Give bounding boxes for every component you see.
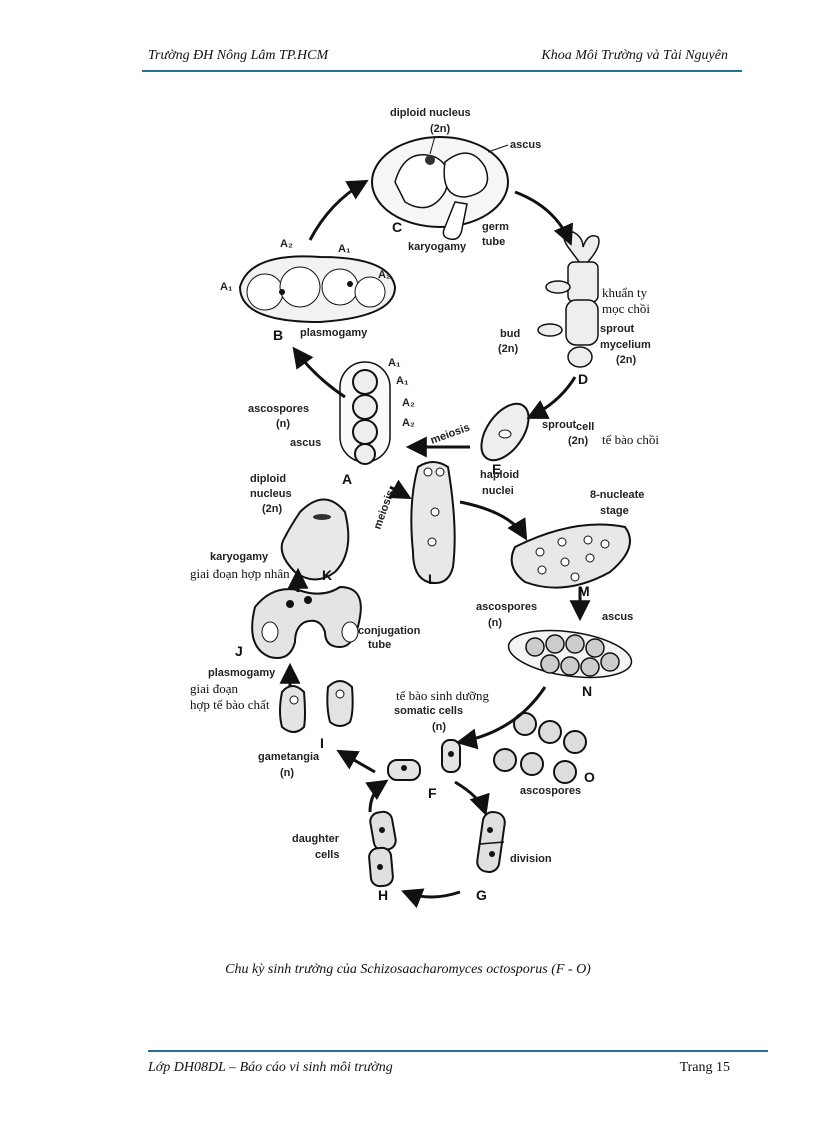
- stage-n-ascus: [507, 629, 633, 679]
- cycle-arrows: [279, 179, 591, 908]
- vn-label-hop-te-bao-chat: hợp tế bào chất: [190, 697, 270, 712]
- label-n-i: (n): [280, 767, 294, 779]
- stage-k-cell: [280, 498, 350, 581]
- stage-g-cell: [476, 811, 506, 873]
- label-a1-b-left: A₁: [220, 281, 233, 293]
- label-a2-a-1: A₂: [402, 397, 415, 409]
- label-plasmogamy-b: plasmogamy: [300, 327, 368, 339]
- label-8-nucleate: 8-nucleate: [590, 489, 644, 501]
- label-ascus-a: ascus: [290, 437, 321, 449]
- vn-label-khuan-ty: khuẩn ty: [602, 285, 648, 300]
- vn-label-giai-doan-hop-nhan: giai đoạn hợp nhân: [190, 566, 290, 581]
- label-ascus-c: ascus: [510, 139, 541, 151]
- label-2n-d2: (2n): [616, 354, 637, 366]
- label-n-n: (n): [488, 617, 502, 629]
- label-haploid: haploid: [480, 469, 519, 481]
- stage-letter-o: O: [584, 769, 595, 785]
- label-bud: bud: [500, 328, 520, 340]
- stage-d-mycelium: [537, 231, 600, 368]
- stage-f-cells: [387, 739, 461, 781]
- vn-label-moc-choi: mọc chồi: [602, 301, 650, 316]
- figure-caption: Chu kỳ sinh trưởng của Schizosaacharomyc…: [225, 962, 591, 977]
- life-cycle-figure: diploid nucleus (2n) ascus C germ tube k…: [170, 92, 700, 922]
- label-cell-e: cell: [576, 421, 594, 433]
- stage-c-ascus: [371, 136, 509, 241]
- label-conjugation: conjugation: [358, 625, 421, 637]
- label-a2-b-right: A₂: [378, 269, 391, 281]
- stage-b-cell: [238, 255, 397, 324]
- label-plasmogamy-j: plasmogamy: [208, 667, 276, 679]
- stage-letter-f: F: [428, 785, 437, 801]
- label-2n-k: (2n): [262, 503, 283, 515]
- vn-label-te-bao-choi: tế bào chồi: [602, 432, 659, 447]
- stage-letter-k: K: [322, 567, 332, 583]
- stage-m-cell: [510, 523, 631, 589]
- footer-class: Lớp DH08DL – Báo cáo vi sinh môi trường: [148, 1060, 393, 1075]
- label-cells: cells: [315, 849, 339, 861]
- label-karyogamy-k: karyogamy: [210, 551, 269, 563]
- label-ascospores-o: ascospores: [520, 785, 581, 797]
- stage-e-cell: [480, 402, 530, 462]
- label-gametangia: gametangia: [258, 751, 320, 763]
- label-tube-j: tube: [368, 639, 391, 651]
- stage-letter-n: N: [582, 683, 592, 699]
- label-a1-b-top: A₁: [338, 243, 351, 255]
- label-mycelium: mycelium: [600, 339, 651, 351]
- stage-letter-l: L: [428, 571, 437, 587]
- label-daughter: daughter: [292, 833, 340, 845]
- stage-h-cells: [368, 810, 397, 888]
- label-ascospores-a: ascospores: [248, 403, 309, 415]
- vn-label-te-bao-sinh-duong: tế bào sinh dưỡng: [396, 688, 489, 703]
- stage-letter-b: B: [273, 327, 283, 343]
- label-a2-a-2: A₂: [402, 417, 415, 429]
- header-rule: [142, 70, 742, 72]
- page-number: Trang 15: [679, 1060, 730, 1075]
- stage-letter-j: J: [235, 643, 243, 659]
- label-a2-b-left: A₂: [280, 238, 293, 250]
- footer-rule: [148, 1050, 768, 1052]
- stage-letter-h: H: [378, 887, 388, 903]
- label-meiosis-1: meiosis: [429, 422, 472, 447]
- label-a1-a-2: A₁: [396, 375, 409, 387]
- label-meiosis-2: meiosis: [372, 488, 397, 531]
- label-n-f: (n): [432, 721, 446, 733]
- label-diploid-k: diploid: [250, 473, 286, 485]
- label-nuclei: nuclei: [482, 485, 514, 497]
- label-2n-c: (2n): [430, 123, 451, 135]
- stage-a-ascus: [339, 361, 391, 465]
- stage-l-cell: [410, 461, 456, 584]
- stage-o-spores: [493, 712, 587, 784]
- label-sprout-e: sprout: [542, 419, 577, 431]
- label-n-a: (n): [276, 418, 290, 430]
- stage-letter-d: D: [578, 371, 588, 387]
- label-a1-a-1: A₁: [388, 357, 401, 369]
- stage-letter-g: G: [476, 887, 487, 903]
- stage-letter-a: A: [342, 471, 352, 487]
- label-somatic-cells: somatic cells: [394, 705, 463, 717]
- stage-letter-e: E: [492, 461, 501, 477]
- header-school: Trường ĐH Nông Lâm TP.HCM: [148, 48, 329, 63]
- label-ascospores-n: ascospores: [476, 601, 537, 613]
- label-2n-e: (2n): [568, 435, 589, 447]
- label-stage: stage: [600, 505, 629, 517]
- label-diploid-nucleus-c: diploid nucleus: [390, 107, 471, 119]
- label-2n-d: (2n): [498, 343, 519, 355]
- stage-letter-c: C: [392, 219, 402, 235]
- label-nucleus-k: nucleus: [250, 488, 292, 500]
- stage-i-cells: [279, 680, 354, 733]
- label-division: division: [510, 853, 552, 865]
- header-faculty: Khoa Môi Trường và Tài Nguyên: [541, 48, 728, 63]
- label-germ: germ: [482, 221, 509, 233]
- stage-j-cells: [251, 585, 362, 659]
- label-tube-c: tube: [482, 236, 505, 248]
- stage-letter-i: I: [320, 735, 324, 751]
- label-karyogamy-c: karyogamy: [408, 241, 467, 253]
- stage-letter-m: M: [578, 583, 590, 599]
- vn-label-giai-doan: giai đoạn: [190, 681, 239, 696]
- label-sprout-d: sprout: [600, 323, 635, 335]
- life-cycle-diagram: diploid nucleus (2n) ascus C germ tube k…: [190, 107, 659, 908]
- label-ascus-n: ascus: [602, 611, 633, 623]
